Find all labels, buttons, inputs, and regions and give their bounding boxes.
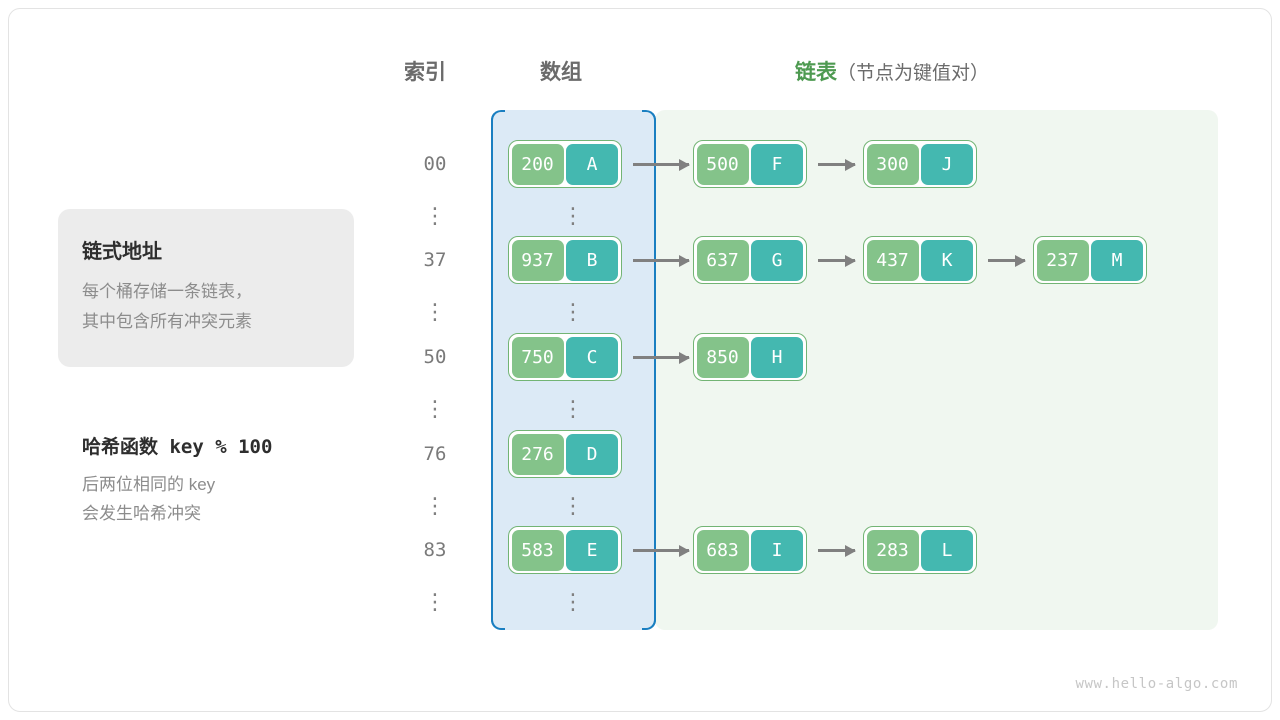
node-value: G — [751, 239, 803, 281]
node-key: 583 — [511, 529, 564, 571]
array-ellipsis-icon: ⋮ — [562, 396, 584, 421]
node-value: F — [751, 143, 803, 185]
hash-function-title: 哈希函数 key % 100 — [82, 436, 273, 458]
index-ellipsis-icon: ⋮ — [424, 203, 446, 228]
bucket-index-label: 76 — [423, 443, 447, 465]
info-card-chaining: 链式地址 每个桶存储一条链表， 其中包含所有冲突元素 — [58, 209, 354, 367]
index-ellipsis-icon: ⋮ — [424, 589, 446, 614]
bucket-index-label: 50 — [423, 346, 447, 368]
bucket-index-label: 00 — [423, 153, 447, 175]
node-key: 300 — [866, 143, 919, 185]
ellipsis-row: ⋮⋮ — [0, 385, 1280, 433]
node-value: I — [751, 529, 803, 571]
ellipsis-row: ⋮⋮ — [0, 482, 1280, 530]
index-ellipsis-icon: ⋮ — [424, 299, 446, 324]
watermark: www.hello-algo.com — [1075, 676, 1238, 692]
node-key: 750 — [511, 336, 564, 378]
ellipsis-row: ⋮⋮ — [0, 192, 1280, 240]
array-ellipsis-icon: ⋮ — [562, 299, 584, 324]
hash-function-note: 哈希函数 key % 100 后两位相同的 key 会发生哈希冲突 — [82, 432, 382, 528]
node-value: L — [921, 529, 973, 571]
node-value: A — [566, 143, 618, 185]
chain-arrow — [633, 544, 690, 557]
column-header-index: 索引 — [404, 61, 446, 84]
node-key: 283 — [866, 529, 919, 571]
node-value: M — [1091, 239, 1143, 281]
node-key: 437 — [866, 239, 919, 281]
array-ellipsis-icon: ⋮ — [562, 203, 584, 228]
info-card-title: 链式地址 — [82, 241, 162, 263]
node-value: C — [566, 336, 618, 378]
node-key: 683 — [696, 529, 749, 571]
column-header-linked-list-main: 链表 — [795, 61, 837, 84]
node-key: 200 — [511, 143, 564, 185]
bucket-index-label: 37 — [423, 249, 447, 271]
index-ellipsis-icon: ⋮ — [424, 396, 446, 421]
ellipsis-row: ⋮⋮ — [0, 288, 1280, 336]
ellipsis-row: ⋮⋮ — [0, 578, 1280, 626]
hash-function-body: 后两位相同的 key 会发生哈希冲突 — [82, 475, 216, 523]
column-header-linked-list: 链表（节点为键值对） — [795, 56, 989, 86]
node-value: D — [566, 433, 618, 475]
chain-arrow — [633, 351, 690, 364]
node-value: B — [566, 239, 618, 281]
chain-arrow — [633, 158, 690, 171]
column-header-linked-list-sub: （节点为键值对） — [837, 63, 990, 84]
node-value: E — [566, 529, 618, 571]
bucket-index-label: 83 — [423, 539, 447, 561]
node-value: J — [921, 143, 973, 185]
node-value: K — [921, 239, 973, 281]
chain-arrow — [818, 544, 856, 557]
array-ellipsis-icon: ⋮ — [562, 493, 584, 518]
info-card-body: 每个桶存储一条链表， 其中包含所有冲突元素 — [82, 282, 252, 331]
node-key: 937 — [511, 239, 564, 281]
node-key: 850 — [696, 336, 749, 378]
array-ellipsis-icon: ⋮ — [562, 589, 584, 614]
chain-arrow — [818, 254, 856, 267]
chain-arrow — [633, 254, 690, 267]
node-key: 500 — [696, 143, 749, 185]
node-key: 237 — [1036, 239, 1089, 281]
index-ellipsis-icon: ⋮ — [424, 493, 446, 518]
node-key: 276 — [511, 433, 564, 475]
chain-arrow — [988, 254, 1026, 267]
chain-arrow — [818, 158, 856, 171]
column-header-array: 数组 — [540, 61, 582, 84]
node-value: H — [751, 336, 803, 378]
node-key: 637 — [696, 239, 749, 281]
